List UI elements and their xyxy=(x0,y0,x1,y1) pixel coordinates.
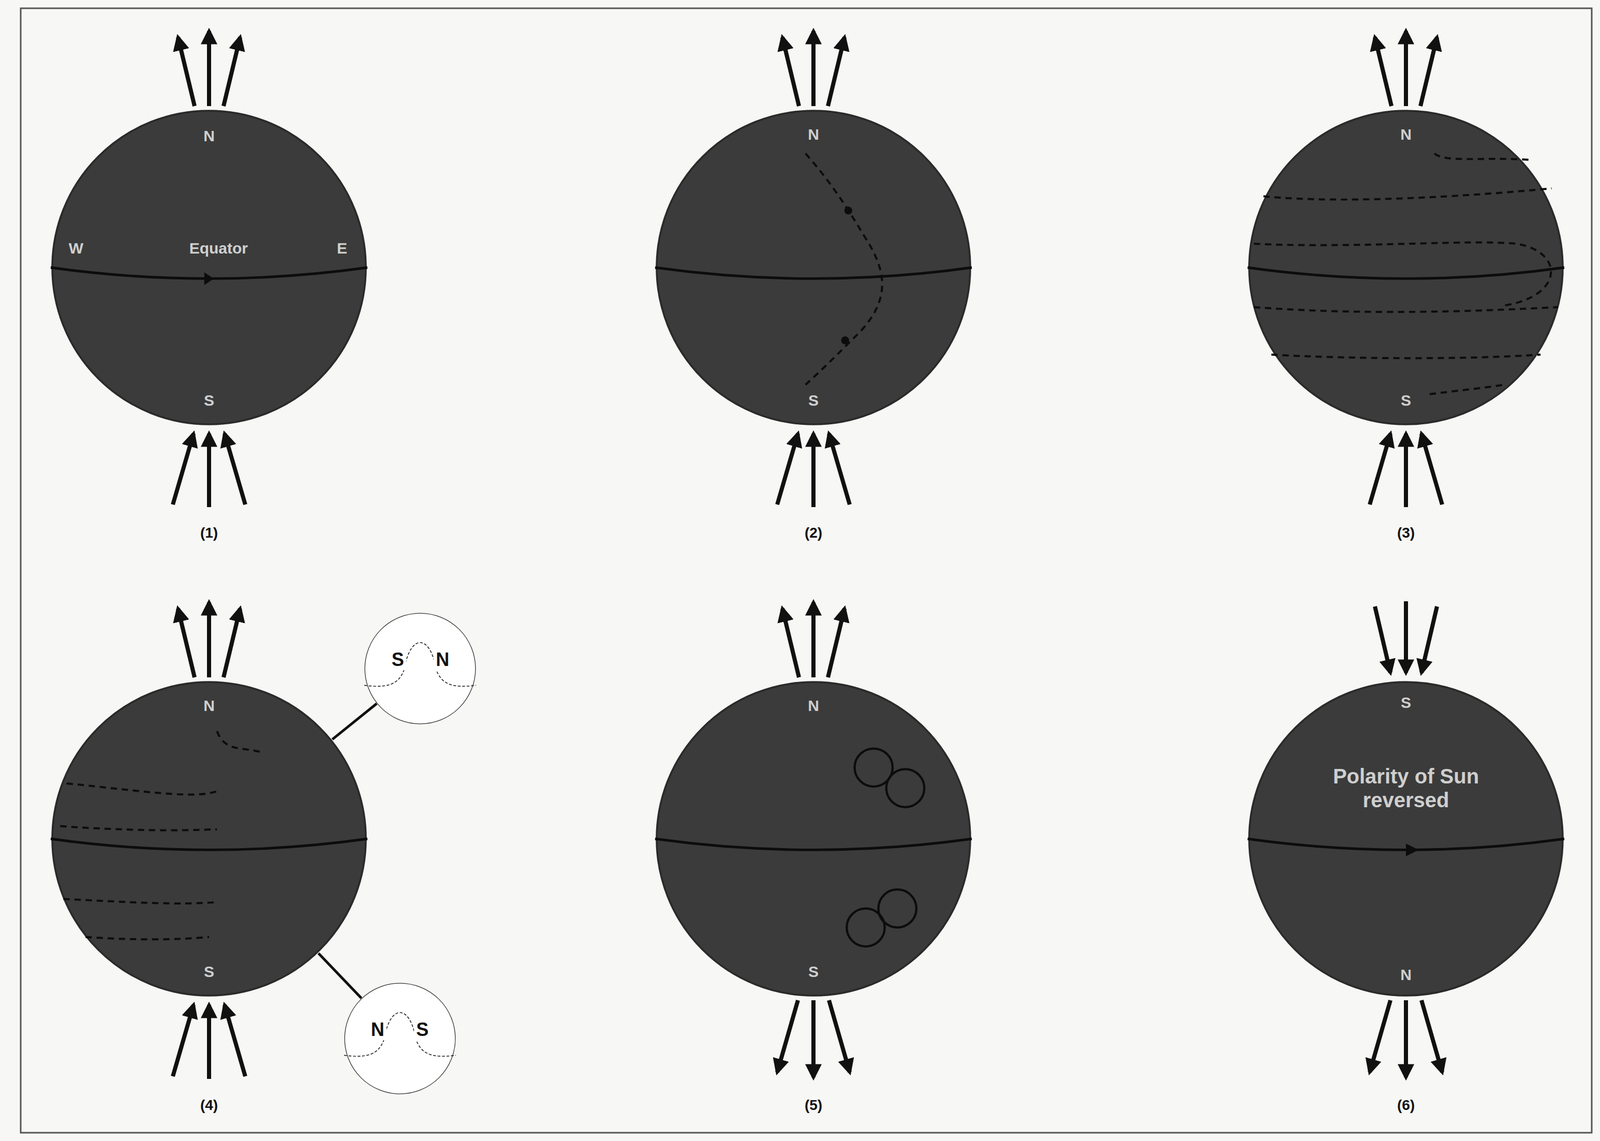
globe-label: N xyxy=(201,697,217,716)
polarity-letter: S xyxy=(413,1018,431,1041)
sun-globe: NS xyxy=(655,680,972,998)
globe-label: S xyxy=(1398,693,1414,713)
polarity-letter: S xyxy=(389,648,407,671)
frame xyxy=(20,8,1592,1133)
polarity-letter: N xyxy=(433,648,452,671)
sun-globe-shape xyxy=(655,680,972,998)
sun-globe: NS xyxy=(50,680,368,998)
globe-label: N xyxy=(1398,125,1414,144)
polarity-letter: N xyxy=(368,1018,387,1041)
globe-label: N xyxy=(805,125,822,144)
sun-globe-shape xyxy=(50,680,368,998)
globe-label: Equator xyxy=(187,239,250,258)
sun-globe-shape xyxy=(1247,109,1565,426)
panel-number: (5) xyxy=(804,1097,823,1114)
field-line-arrows xyxy=(172,31,1443,1079)
flux-tube-callout: SN xyxy=(364,612,477,725)
leader-line xyxy=(332,703,377,740)
flux-tube-callout-shape xyxy=(364,612,477,725)
panel-number: (6) xyxy=(1397,1097,1415,1114)
globe-label: S xyxy=(1398,391,1414,410)
sun-globe-shape xyxy=(655,109,972,426)
globe-label: Polarity of Sun reversed xyxy=(1326,764,1486,812)
panel-number: (2) xyxy=(804,524,823,542)
globe-label: N xyxy=(1398,966,1414,985)
panel-number: (3) xyxy=(1397,524,1415,542)
flux-tube-callout-shape xyxy=(344,982,456,1095)
globe-label: S xyxy=(201,963,217,982)
sun-globe: N W Equator E S xyxy=(50,109,368,426)
globe-label: S xyxy=(201,391,217,410)
sun-globe: S Polarity of Sun reversedN xyxy=(1247,680,1565,998)
globe-label: W xyxy=(66,239,86,258)
panel-number: (4) xyxy=(200,1097,218,1114)
sun-globe-shape xyxy=(50,109,368,426)
sun-globe-shape xyxy=(1247,680,1565,998)
globe-label: S xyxy=(806,963,821,982)
leader-line xyxy=(318,953,362,999)
globe-label: E xyxy=(334,239,350,258)
globe-label: S xyxy=(806,391,821,410)
sun-globe: NS xyxy=(655,109,972,426)
globe-label: N xyxy=(201,127,217,146)
sun-globe: NS xyxy=(1247,109,1565,426)
flux-tube-callout: NS xyxy=(344,982,456,1095)
globe-label: N xyxy=(805,697,822,716)
panel-number: (1) xyxy=(200,524,218,542)
